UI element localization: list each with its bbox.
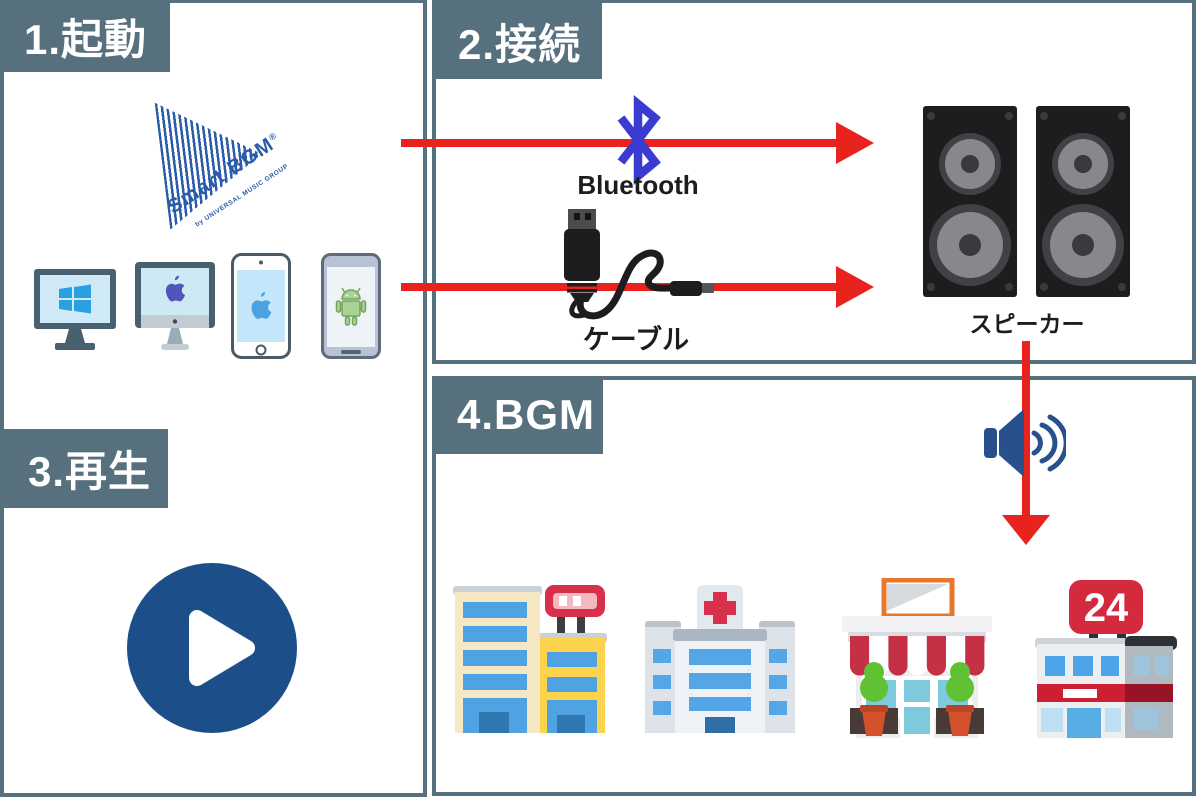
usb-cable-icon: [564, 209, 714, 320]
play-button-icon: [127, 563, 297, 733]
step2-label: 2.接続: [434, 3, 602, 79]
potted-bush-right: [946, 662, 974, 736]
red-cross-icon: [704, 592, 736, 624]
hospital-icon: [645, 585, 795, 733]
cable-label: ケーブル: [582, 325, 690, 355]
step1-label: 1.起動: [0, 0, 170, 72]
speaker-label: スピーカー: [969, 311, 1085, 337]
potted-bush-left: [860, 662, 888, 736]
awning: [850, 636, 985, 676]
speaker-right-icon: [1036, 106, 1130, 297]
bluetooth-icon: [617, 94, 661, 186]
arrow-cable-head: [836, 266, 874, 308]
arrow-bluetooth-shaft: [401, 139, 838, 147]
office-building-icon: [453, 585, 607, 733]
arrow-bluetooth-head: [836, 122, 874, 164]
speaker-left-icon: [923, 106, 1017, 297]
arrow-down-shaft: [1022, 341, 1030, 517]
convenience-store-icon: 24: [1035, 580, 1177, 738]
smartbgm-logo: Smart BGM® by UNIVERSAL MUSIC GROUP: [156, 90, 316, 240]
windows-pc-icon: [34, 269, 116, 350]
bluetooth-label: Bluetooth: [577, 170, 699, 200]
arrow-down-head: [1002, 515, 1050, 545]
android-robot-icon: [335, 287, 367, 326]
shop-icon: [842, 578, 992, 738]
step4-label: 4.BGM: [433, 376, 603, 454]
step3-label: 3.再生: [4, 429, 168, 508]
volume-icon: [984, 409, 1066, 477]
android-tablet-icon: [321, 253, 381, 359]
imac-icon: [135, 262, 215, 350]
iphone-icon: [231, 253, 291, 359]
sign-24-text: 24: [1084, 586, 1129, 630]
